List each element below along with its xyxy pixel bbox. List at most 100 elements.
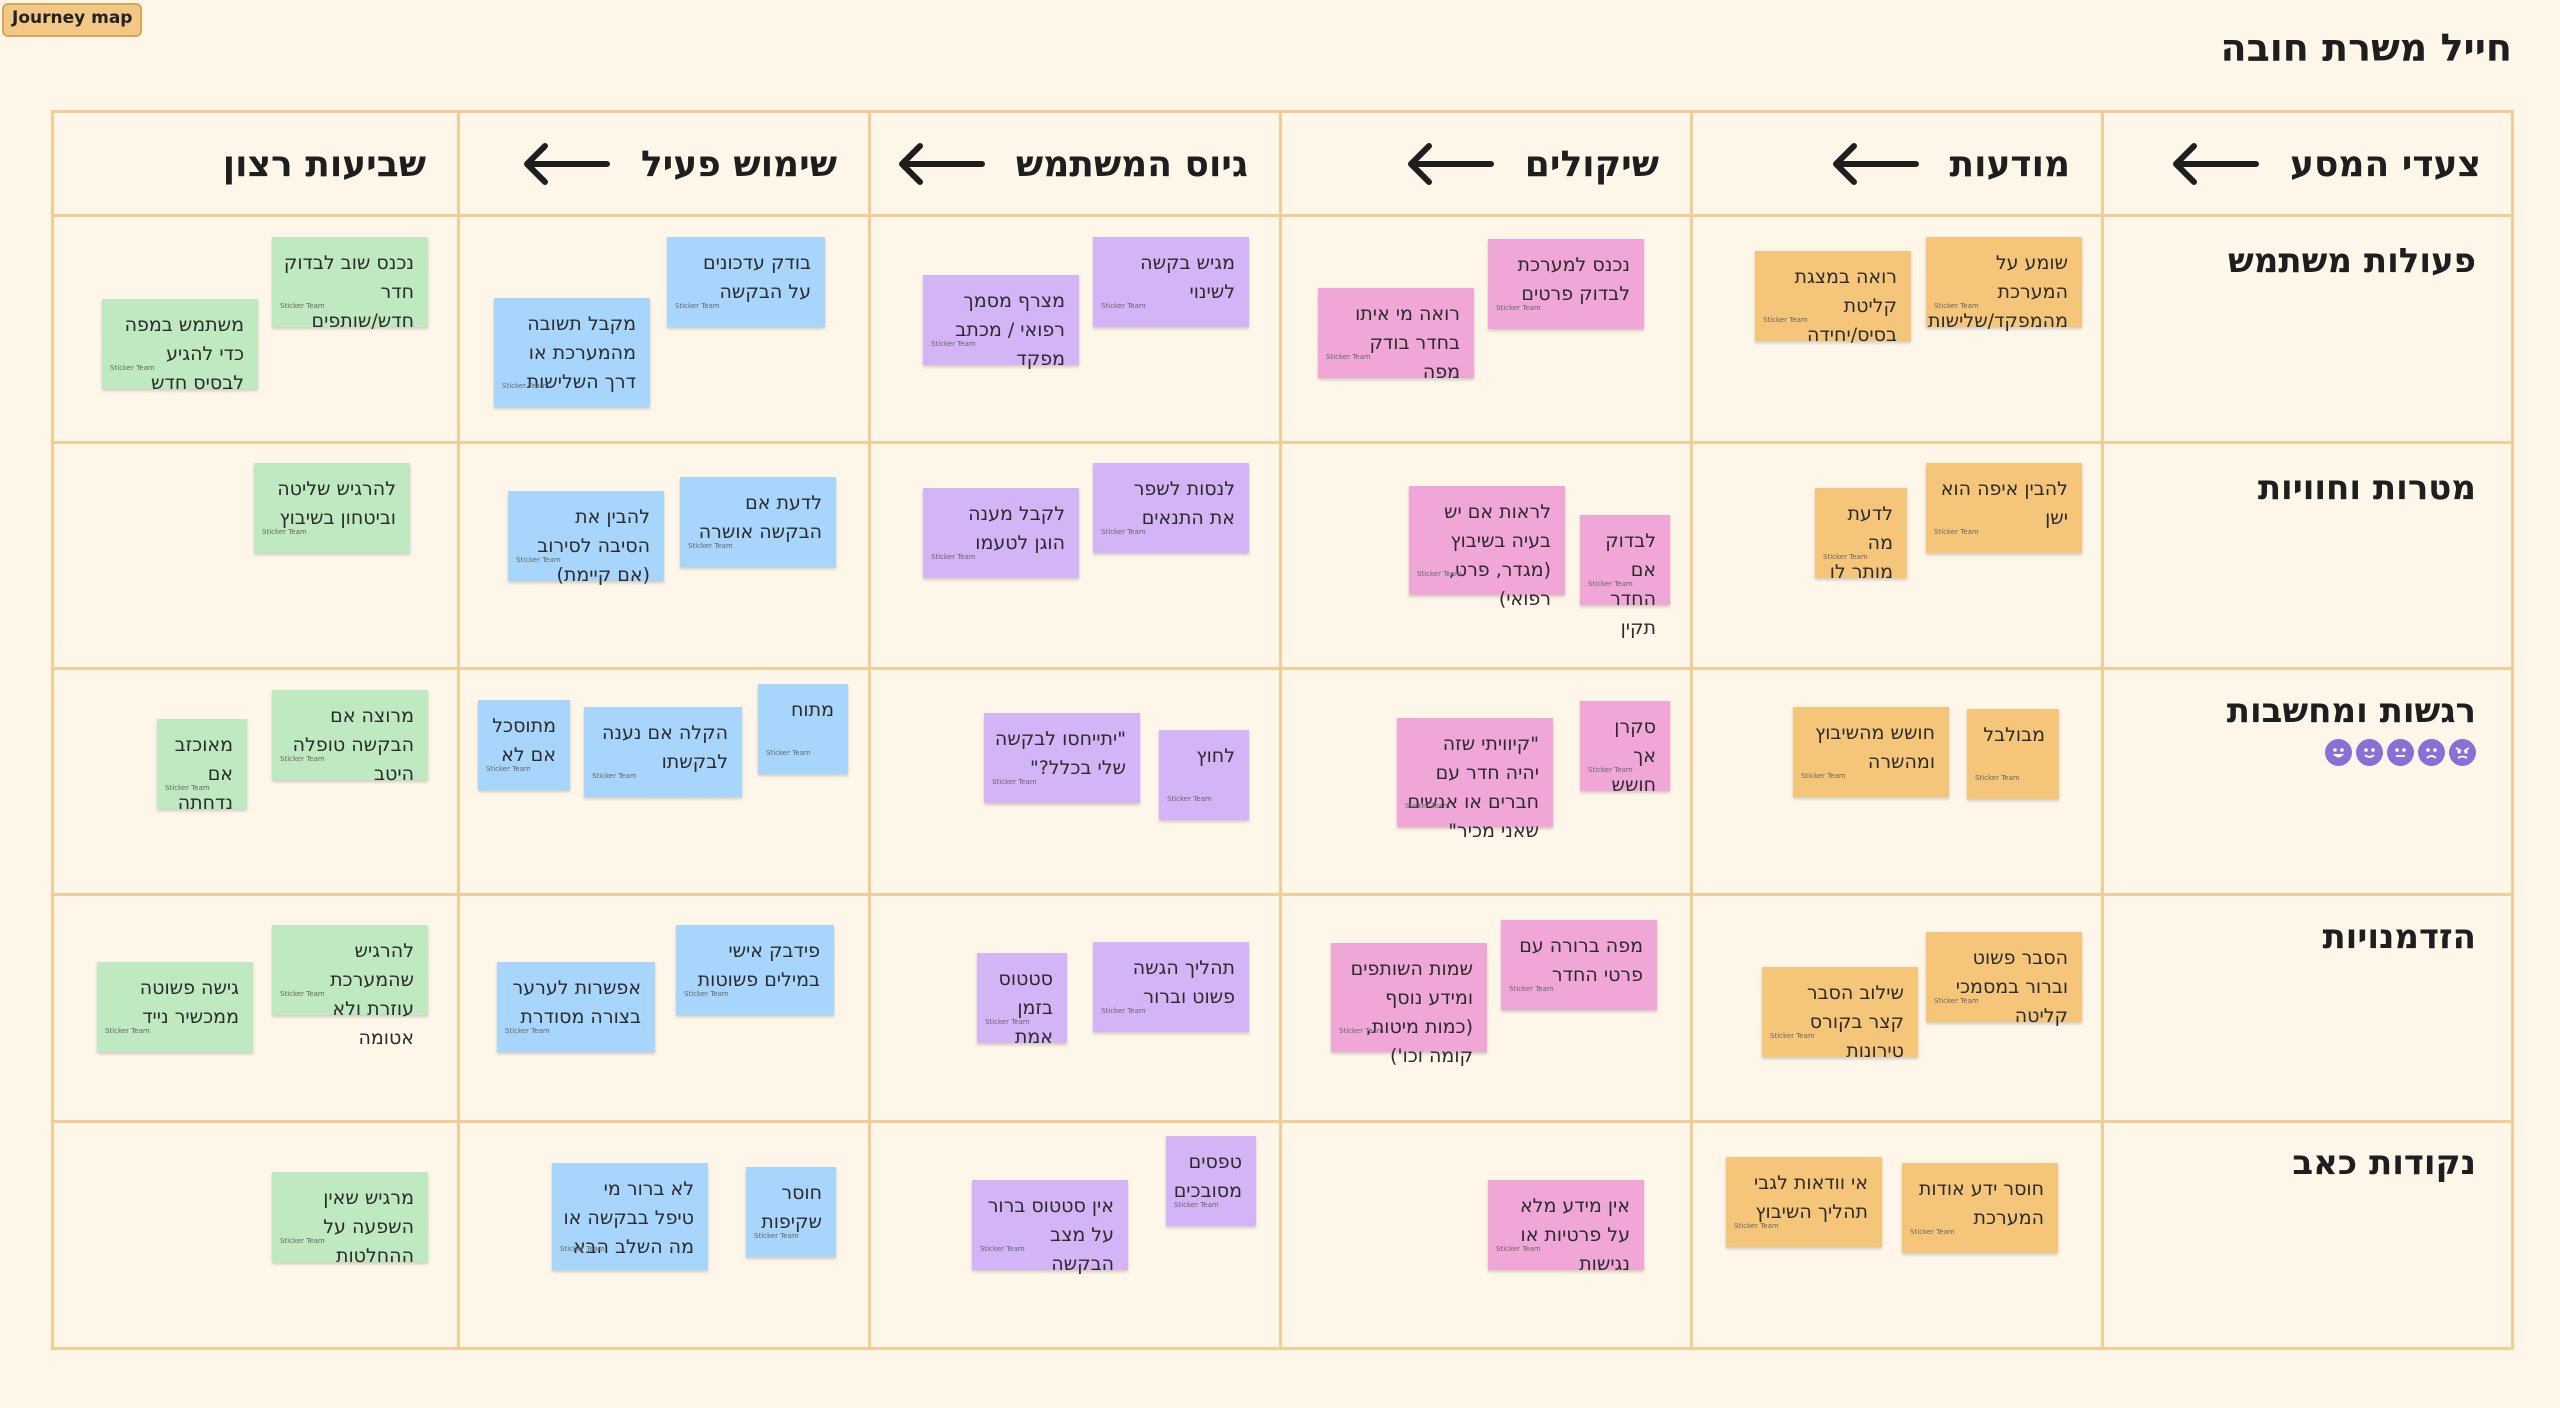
note-text: חושש מהשיבוץ ומהשרה [1815, 722, 1935, 773]
column-header-consideration: שיקולים [1405, 113, 1659, 215]
sticky-note[interactable]: שמות השותפים ומידע נוסף (כמות מיטות, קומ… [1331, 943, 1487, 1067]
sticky-note[interactable]: לראות אם יש בעיה בשיבוץ (מגדר, פרט, רפוא… [1409, 486, 1565, 610]
note-text: בודק עדכונים על הבקשה [702, 252, 811, 303]
note-author: Sticker Team [684, 990, 729, 998]
note-text: שומע על המערכת מהמפקד/שלישות [1928, 252, 2068, 332]
note-text: מבולבל [1983, 724, 2045, 746]
note-author: Sticker Team [931, 553, 976, 561]
note-text: פידבק אישי במילים פשוטות [697, 940, 820, 991]
sticky-note[interactable]: להבין את הסיבה לסירוב (אם קיימת)Sticker … [508, 491, 664, 586]
note-author: Sticker Team [1588, 766, 1633, 774]
column-header-label: שימוש פעיל [640, 143, 837, 185]
note-text: להרגיש שליטה וביטחון בשיבוץ [277, 478, 396, 529]
sticky-note[interactable]: "קיוויתי שזה יהיה חדר עם חברים או אנשים … [1397, 718, 1553, 842]
happy-face-icon [2356, 739, 2383, 766]
arrow-left-icon [898, 143, 985, 185]
emotion-scale [2146, 739, 2476, 766]
grid-line [1279, 113, 1282, 1347]
note-author: Sticker Team [1496, 1245, 1541, 1253]
note-author: Sticker Team [1101, 528, 1146, 536]
note-text: "קיוויתי שזה יהיה חדר עם חברים או אנשים … [1407, 733, 1539, 842]
note-text: חוסר ידע אודות המערכת [1918, 1178, 2044, 1229]
row-header-user-actions: פעולות משתמש [2228, 241, 2476, 281]
arrow-left-icon [1407, 143, 1494, 185]
note-author: Sticker Team [1101, 1007, 1146, 1015]
note-author: Sticker Team [1417, 570, 1462, 578]
note-text: מרגיש שאין השפעה על ההחלטות [323, 1187, 414, 1267]
note-text: אי וודאות לגבי תהליך השיבוץ [1754, 1172, 1868, 1223]
sad-face-icon [2418, 739, 2445, 766]
note-author: Sticker Team [1934, 528, 1979, 536]
note-author: Sticker Team [105, 1027, 150, 1035]
note-author: Sticker Team [1910, 1228, 1955, 1236]
note-text: מפה ברורה עם פרטי החדר [1519, 935, 1643, 986]
grid-line [54, 1120, 2511, 1123]
note-text: שמות השותפים ומידע נוסף (כמות מיטות, קומ… [1350, 958, 1473, 1067]
note-text: לדעת אם הבקשה אושרה [698, 492, 822, 543]
note-text: רואה במצגת קליטת בסיס/יחידה [1794, 266, 1897, 346]
grid-line [1690, 113, 1693, 1347]
note-text: גישה פשוטה ממכשיר נייד [139, 977, 239, 1028]
note-text: "יתייחסו לבקשה שלי בכלל?" [994, 728, 1126, 779]
note-author: Sticker Team [1496, 304, 1541, 312]
angry-face-icon [2449, 739, 2476, 766]
note-text: מגיש בקשה לשינוי [1140, 252, 1235, 303]
note-text: הסבר פשוט וברור במסמכי קליטה [1955, 947, 2068, 1027]
note-author: Sticker Team [1770, 1032, 1815, 1040]
note-text: אפשרות לערער בצורה מסודרת [512, 977, 642, 1028]
grid-line [2101, 113, 2104, 1347]
note-author: Sticker Team [1101, 302, 1146, 310]
column-header-active-use: שימוש פעיל [521, 113, 837, 215]
column-header-label: צעדי המסע [2289, 143, 2481, 185]
journey-map-badge[interactable]: Journey map [2, 3, 143, 37]
note-text: סטטוס בזמן אמת [998, 968, 1053, 1048]
neutral-face-icon [2387, 739, 2414, 766]
sticky-note[interactable]: "יתייחסו לבקשה שלי בכלל?"Sticker Team [984, 713, 1140, 803]
note-author: Sticker Team [1509, 985, 1554, 993]
note-text: לקבל מענה הוגן לטעמו [968, 503, 1065, 554]
